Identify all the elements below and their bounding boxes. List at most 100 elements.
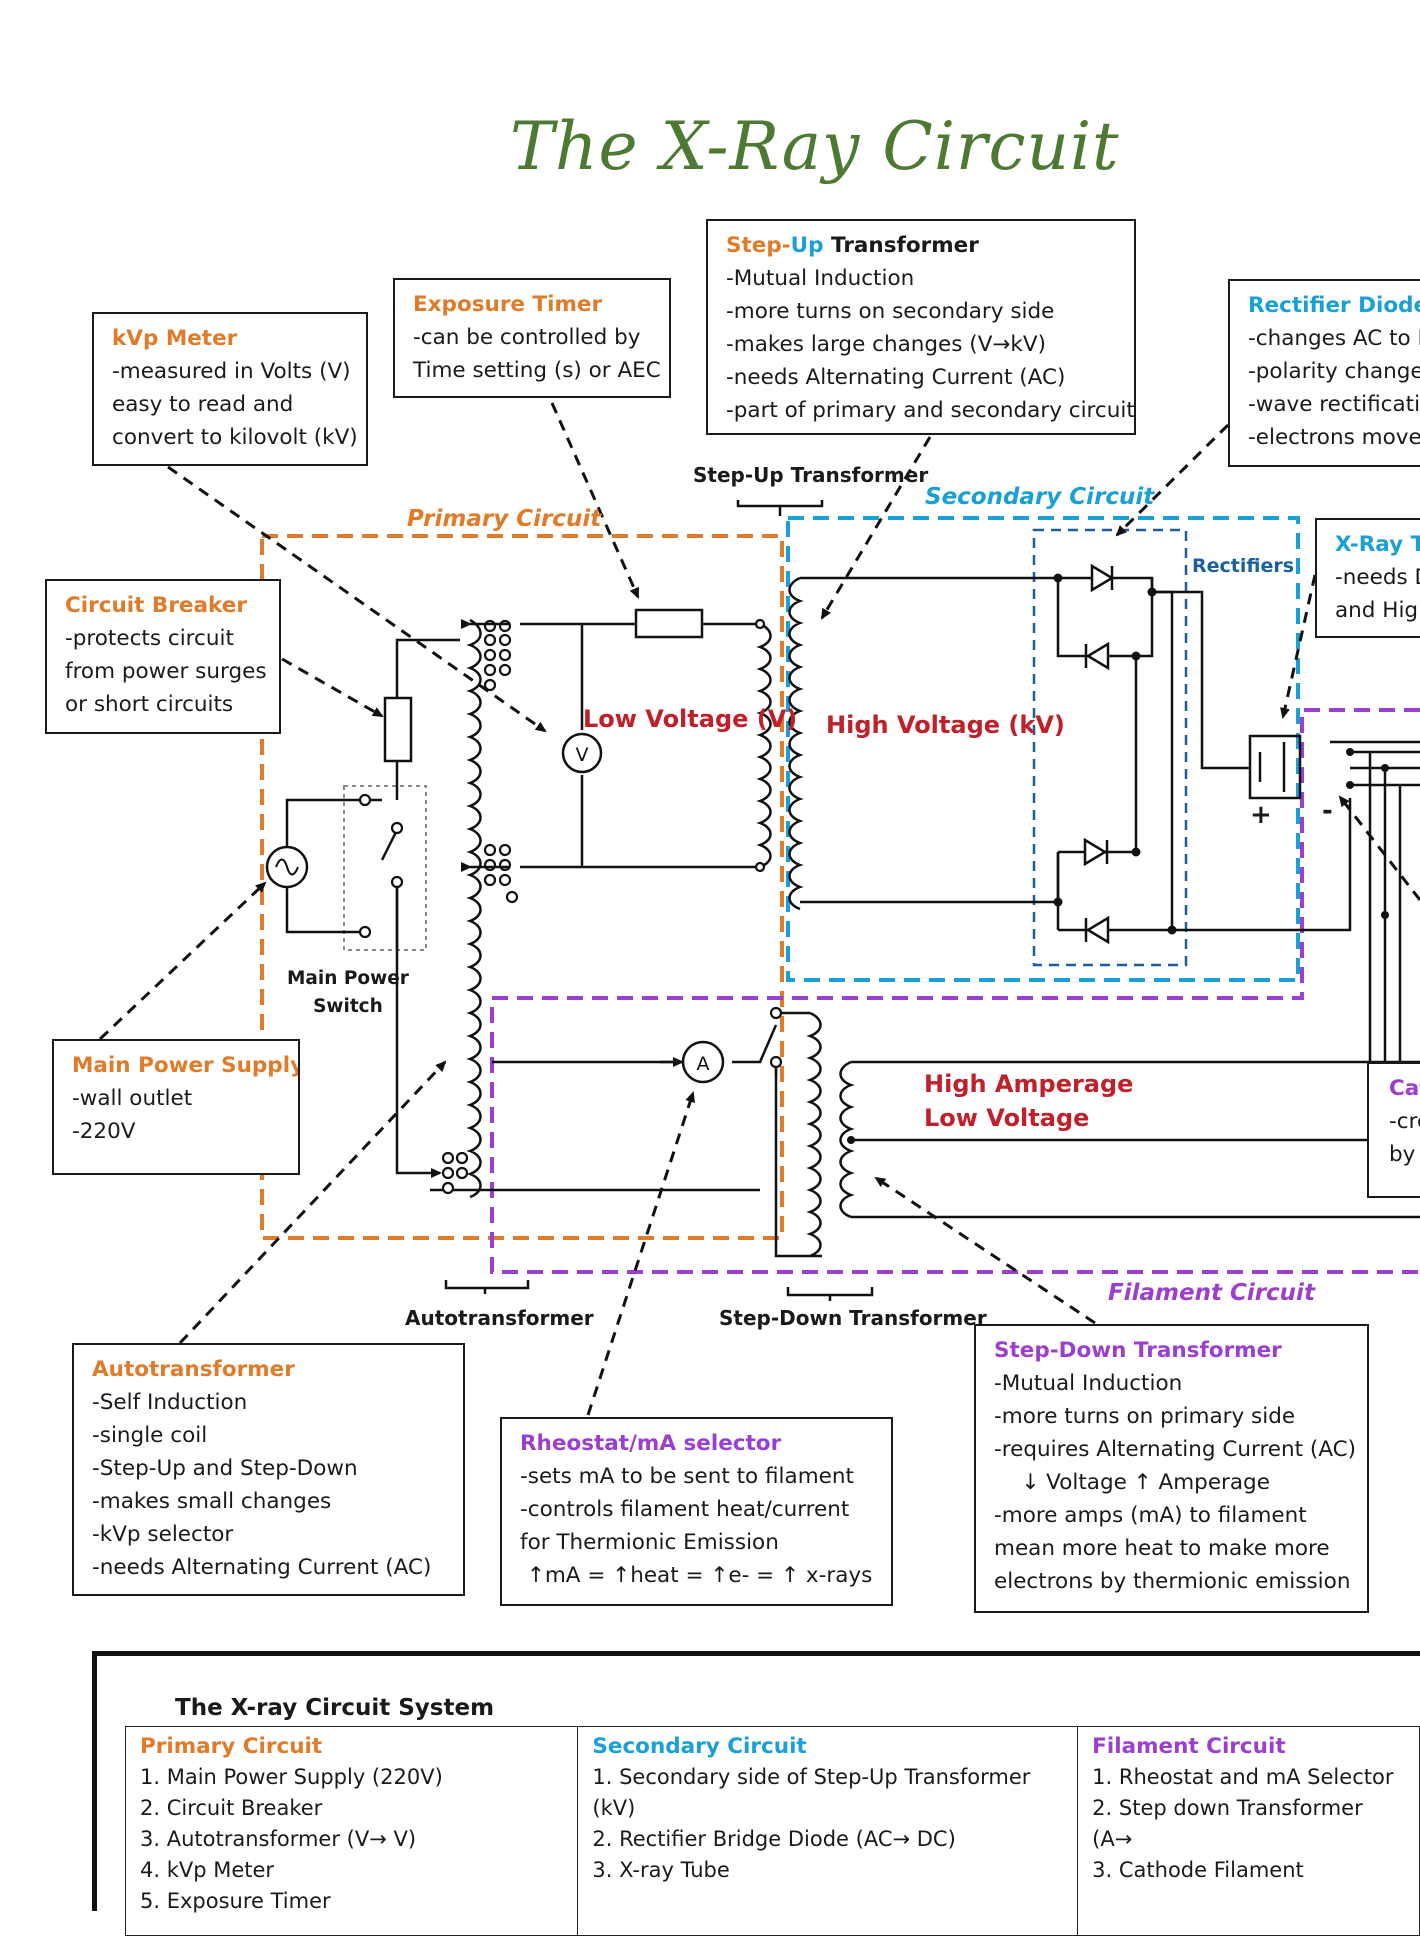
- xray-tube-heading: X-Ray Tu: [1335, 532, 1420, 557]
- circuit-breaker-heading: Circuit Breaker: [65, 593, 247, 618]
- kvp-meter-heading: kVp Meter: [112, 326, 238, 351]
- page-title: The X-Ray Circuit: [510, 108, 1120, 185]
- step-down-heading: Step-Down Transformer: [994, 1338, 1282, 1363]
- callout-line: easy to read and: [112, 392, 294, 417]
- list-item: 4. kVp Meter: [140, 1858, 275, 1882]
- autotransformer-label: Autotransformer: [405, 1306, 594, 1330]
- callout-line: -Step-Up and Step-Down: [92, 1456, 358, 1481]
- callout-line: -needs Alternating Current (AC): [726, 365, 1066, 390]
- callout-line: by: [1389, 1142, 1416, 1167]
- callout-line: -wave rectificatio: [1248, 392, 1420, 417]
- step-up-heading-b: Up: [790, 233, 824, 258]
- callout-line: -requires Alternating Current (AC): [994, 1437, 1357, 1462]
- voltmeter-label: V: [576, 744, 589, 766]
- callout-line: -Mutual Induction: [726, 266, 915, 291]
- rectifiers-label: Rectifiers: [1192, 555, 1295, 577]
- list-item: 2. Rectifier Bridge Diode (AC→ DC): [592, 1827, 956, 1851]
- leader-arrows: [98, 402, 1420, 1416]
- callout-line: for Thermionic Emission: [520, 1530, 779, 1555]
- step-up-heading: Step-Up Transformer: [726, 229, 1116, 262]
- callout-line: ↑mA = ↑heat = ↑e- = ↑ x-rays: [520, 1563, 873, 1588]
- rectifiers-region: [1032, 528, 1188, 967]
- xray-tube-callout: X-Ray Tu -needs D and Hig: [1315, 518, 1420, 638]
- voltmeter-icon: [561, 732, 603, 774]
- rheostat-callout: Rheostat/mA selector -sets mA to be sent…: [500, 1417, 893, 1606]
- filament-circuit-region: [490, 708, 1420, 1274]
- secondary-column-heading: Secondary Circuit: [592, 1734, 807, 1759]
- callout-line: -sets mA to be sent to filament: [520, 1464, 854, 1489]
- list-item: 1. Main Power Supply (220V): [140, 1765, 443, 1789]
- callout-line: -part of primary and secondary circuit: [726, 398, 1135, 423]
- low-voltage-label: Low Voltage (V): [583, 705, 798, 733]
- step-up-heading-a: Step-: [726, 233, 791, 258]
- list-item: 3. Autotransformer (V→ V): [140, 1827, 417, 1851]
- step-up-transformer-callout: Step-Up Transformer -Mutual Induction -m…: [706, 219, 1136, 435]
- primary-column-heading: Primary Circuit: [140, 1734, 323, 1759]
- callout-line: -can be controlled by: [413, 325, 641, 350]
- callout-line: -220V: [72, 1119, 136, 1144]
- callout-line: or short circuits: [65, 692, 234, 717]
- brackets: [444, 500, 874, 1301]
- list-item: 3. X-ray Tube: [592, 1858, 730, 1882]
- filament-column: Filament Circuit 1. Rheostat and mA Sele…: [1077, 1726, 1420, 1936]
- main-power-switch-line: Switch: [313, 996, 383, 1017]
- step-down-transformer-callout: Step-Down Transformer -Mutual Induction …: [974, 1324, 1369, 1613]
- circuit-breaker-fuse: [383, 696, 413, 763]
- step-up-heading-c: Transformer: [823, 233, 979, 258]
- primary-circuit-region: [260, 534, 784, 1240]
- step-down-transformer-label: Step-Down Transformer: [719, 1306, 987, 1330]
- callout-line: electrons by thermionic emission: [994, 1569, 1351, 1594]
- table-row: Primary Circuit 1. Main Power Supply (22…: [124, 1726, 1420, 1936]
- cathode-heading: Cat: [1389, 1076, 1420, 1101]
- main-power-supply-heading: Main Power Supply: [72, 1053, 300, 1078]
- callout-line: -wall outlet: [72, 1086, 193, 1111]
- callout-line: -more turns on secondary side: [726, 299, 1055, 324]
- list-item: 1. Secondary side of Step-Up Transformer…: [592, 1765, 1031, 1820]
- ammeter-label: A: [697, 1053, 710, 1075]
- secondary-column: Secondary Circuit 1. Secondary side of S…: [577, 1726, 1079, 1936]
- high-voltage-label: High Voltage (kV): [826, 711, 1065, 739]
- primary-column: Primary Circuit 1. Main Power Supply (22…: [124, 1726, 579, 1936]
- callout-line: and Hig: [1335, 598, 1419, 623]
- callout-line: -electrons move: [1248, 425, 1420, 450]
- secondary-circuit-label: Secondary Circuit: [925, 484, 1155, 510]
- callout-line: -makes small changes: [92, 1489, 332, 1514]
- list-item: 2. Step down Transformer (A→: [1092, 1796, 1363, 1851]
- circuit-breaker-callout: Circuit Breaker -protects circuit from p…: [45, 579, 281, 734]
- tap-arrows: [430, 619, 684, 1178]
- wiring: [285, 576, 1420, 1258]
- high-amperage-label: High Amperage: [924, 1070, 1134, 1098]
- callout-line: -Self Induction: [92, 1390, 248, 1415]
- kvp-meter-callout: kVp Meter -measured in Volts (V) easy to…: [92, 312, 368, 466]
- rectifier-diode-icons: [1083, 563, 1115, 945]
- main-power-switch-line: Main Power: [287, 968, 409, 989]
- cathode-callout: Cat -cre by: [1367, 1062, 1420, 1198]
- list-item: 3. Cathode Filament: [1092, 1858, 1304, 1882]
- callout-line: -makes large changes (V→kV): [726, 332, 1046, 357]
- autotransformer-callout: Autotransformer -Self Induction -single …: [72, 1343, 465, 1596]
- callout-line: -changes AC to D: [1248, 326, 1420, 351]
- autotransformer-taps: [358, 618, 783, 1195]
- callout-line: -protects circuit: [65, 626, 234, 651]
- callout-line: -kVp selector: [92, 1522, 234, 1547]
- low-voltage-filament-label: Low Voltage: [924, 1104, 1090, 1132]
- callout-line: convert to kilovolt (kV): [112, 425, 358, 450]
- main-switch-region: [343, 785, 427, 951]
- callout-line: -measured in Volts (V): [112, 359, 351, 384]
- callout-line: -more amps (mA) to filament: [994, 1503, 1307, 1528]
- callout-line: -polarity change: [1248, 359, 1420, 384]
- callout-line: -controls filament heat/current: [520, 1497, 850, 1522]
- callout-line: -more turns on primary side: [994, 1404, 1296, 1429]
- callout-line: Time setting (s) or AEC: [413, 358, 661, 383]
- junctions: [847, 573, 1389, 1144]
- system-summary-title: The X-ray Circuit System: [175, 1695, 495, 1721]
- step-up-transformer-label: Step-Up Transformer: [693, 463, 929, 487]
- callout-line: -single coil: [92, 1423, 208, 1448]
- anode-plus-label: +: [1250, 800, 1272, 830]
- secondary-circuit-region: [786, 516, 1300, 982]
- main-power-switch-label: Main Power Switch: [287, 965, 409, 1021]
- callout-line: -needs D: [1335, 565, 1420, 590]
- rheostat-heading: Rheostat/mA selector: [520, 1431, 782, 1456]
- rectifier-diode-callout: Rectifier Diode -changes AC to D -polari…: [1228, 279, 1420, 467]
- autotransformer-heading: Autotransformer: [92, 1357, 295, 1382]
